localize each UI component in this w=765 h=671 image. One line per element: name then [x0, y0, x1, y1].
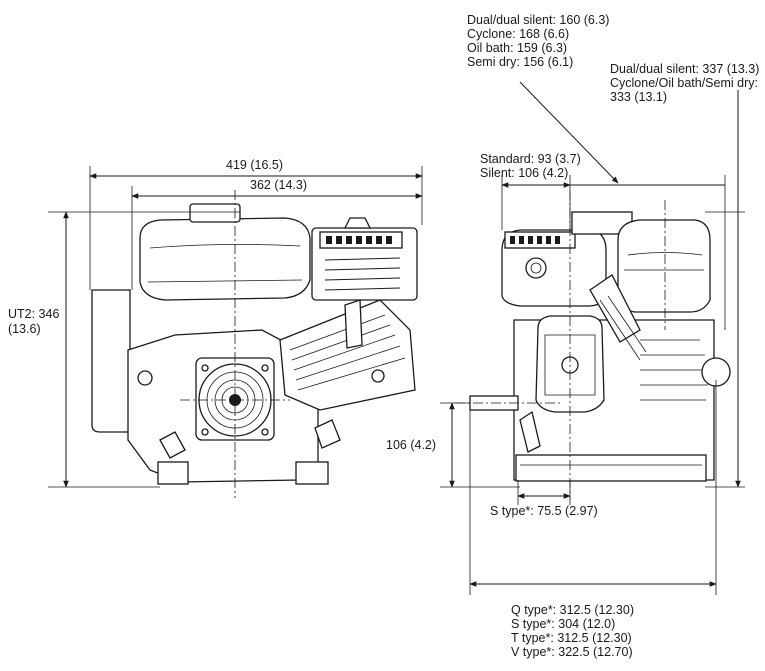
v-type-length: V type*: 322.5 (12.70) [511, 645, 633, 659]
label-aircleaner-height: Dual/dual silent: 337 (13.3) Cyclone/Oil… [610, 62, 759, 104]
standard-dimension: Standard: 93 (3.7) [480, 152, 581, 166]
label-s-type-shaft: S type*: 75.5 (2.97) [490, 504, 598, 518]
dual-silent-offset: Dual/dual silent: 160 (6.3) [467, 13, 610, 27]
spark-plug [344, 299, 363, 349]
engine-front-view [91, 190, 418, 498]
label-standard-silent: Standard: 93 (3.7) Silent: 106 (4.2) [480, 152, 581, 180]
t-type-length: T type*: 312.5 (12.30) [511, 631, 632, 645]
label-height-ut2-line2: (13.6) [8, 322, 41, 336]
label-width-inner: 362 (14.3) [250, 178, 307, 192]
recoil-starter [91, 289, 131, 433]
label-shaft-height: 106 (4.2) [386, 438, 437, 452]
air-cleaner [617, 219, 711, 313]
label-height-ut2-line1: UT2: 346 [8, 307, 60, 321]
cyclone-offset: Cyclone: 168 (6.6) [467, 27, 570, 41]
base-side [515, 454, 707, 482]
semi-dry-offset: Semi dry: 156 (6.1) [467, 55, 574, 69]
fuel-tank [139, 217, 311, 301]
cyclone-oilbath-semidry-height-label: Cyclone/Oil bath/Semi dry: [610, 76, 758, 90]
cyclone-oilbath-semidry-height-value: 333 (13.1) [610, 90, 667, 104]
silent-dimension: Silent: 106 (4.2) [480, 166, 569, 180]
leader-aircleaner [519, 81, 619, 184]
label-overall-length: Q type*: 312.5 (12.30) S type*: 304 (12.… [511, 603, 634, 659]
right-foot [295, 461, 329, 485]
right-dimensions [440, 81, 745, 595]
oil-bath-offset: Oil bath: 159 (6.3) [467, 41, 568, 55]
fuel-cap [189, 203, 241, 223]
left-foot [157, 461, 189, 485]
label-width-overall: 419 (16.5) [226, 158, 283, 172]
label-aircleaner-offset: Dual/dual silent: 160 (6.3) Cyclone: 168… [467, 13, 609, 69]
dual-silent-height: Dual/dual silent: 337 (13.3) [610, 62, 760, 76]
left-dimensions [48, 166, 423, 488]
q-type-length: Q type*: 312.5 (12.30) [511, 603, 634, 617]
engine-side-view [455, 190, 731, 500]
s-type-length: S type*: 304 (12.0) [511, 617, 616, 631]
